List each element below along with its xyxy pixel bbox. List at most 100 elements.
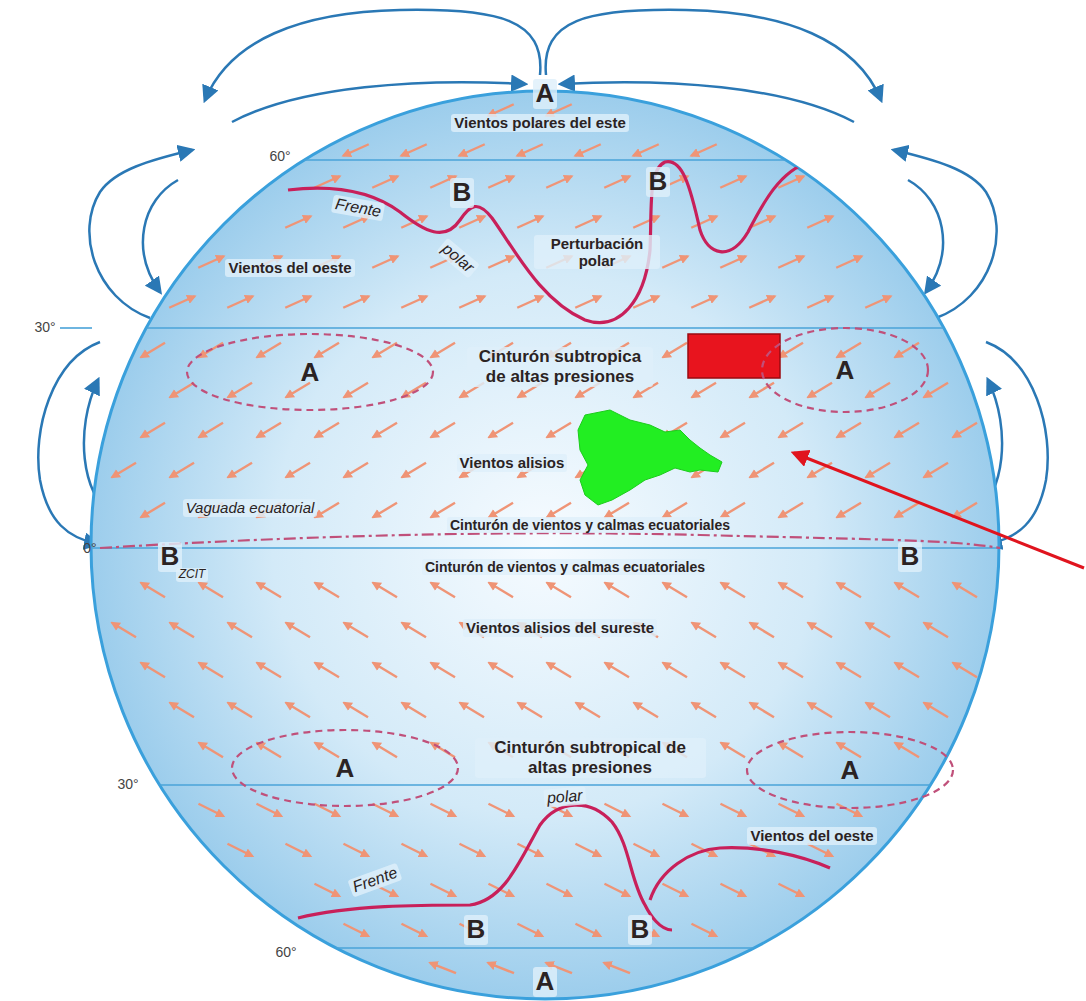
wind-arrow <box>372 804 397 817</box>
wind-arrow <box>720 176 746 187</box>
wind-arrow <box>692 703 716 717</box>
wind-arrow <box>344 463 368 477</box>
wind-arrow <box>575 844 600 857</box>
wind-arrow <box>141 583 165 597</box>
wind-arrow <box>373 743 397 757</box>
wind-arrow <box>692 623 716 637</box>
wind-arrow <box>141 503 165 517</box>
wind-arrow <box>866 703 890 717</box>
map-label: Perturbación polar <box>534 235 660 270</box>
wind-arrow <box>170 463 194 477</box>
wind-arrow <box>489 583 513 597</box>
wind-arrow <box>663 343 687 357</box>
wind-arrow <box>257 743 281 757</box>
wind-arrow <box>546 884 571 897</box>
wind-arrow <box>314 884 339 897</box>
wind-arrow <box>199 583 223 597</box>
wind-arrow <box>459 144 485 155</box>
wind-arrow <box>198 256 224 267</box>
wind-arrow <box>170 703 194 717</box>
wind-arrow <box>402 703 426 717</box>
wind-arrow <box>518 703 542 717</box>
map-label: Cinturón subtropica de altas presiones <box>467 347 653 386</box>
wind-arrow <box>431 663 455 677</box>
wind-arrow <box>721 583 745 597</box>
wind-arrow <box>401 844 426 857</box>
wind-arrow <box>459 844 484 857</box>
wind-arrow <box>808 463 832 477</box>
wind-arrow <box>228 623 252 637</box>
wind-arrow <box>256 804 281 817</box>
wind-arrow <box>575 296 601 307</box>
wind-arrow <box>605 663 629 677</box>
wind-arrow <box>430 804 455 817</box>
wind-arrow <box>112 463 136 477</box>
wind-arrow <box>836 804 861 817</box>
wind-arrow <box>605 503 629 517</box>
wind-arrow <box>547 663 571 677</box>
wind-arrow <box>372 176 398 187</box>
wind-arrow <box>663 663 687 677</box>
wind-arrow <box>460 703 484 717</box>
wind-arrow <box>866 623 890 637</box>
wind-arrow <box>750 703 774 717</box>
wind-arrow <box>373 423 397 437</box>
wind-arrow <box>633 216 659 227</box>
wind-arrow <box>517 216 543 227</box>
wind-arrow <box>779 743 803 757</box>
wind-arrow <box>837 583 861 597</box>
wind-arrow <box>924 383 948 397</box>
island-hispaniola <box>578 410 722 505</box>
map-label: A <box>533 967 558 997</box>
pressure-letter: A <box>336 753 355 784</box>
wind-arrow <box>315 503 339 517</box>
wind-arrow <box>257 423 281 437</box>
wind-arrow <box>343 924 368 937</box>
map-label: 0° <box>80 540 99 556</box>
latitude-lines <box>80 160 1010 948</box>
map-label: Cinturón subtropical de altas presiones <box>475 738 706 777</box>
wind-arrow <box>807 216 833 227</box>
map-label: B <box>464 915 489 945</box>
wind-arrow <box>808 383 832 397</box>
wind-arrow <box>489 663 513 677</box>
wind-arrow <box>228 463 252 477</box>
globe <box>91 91 999 999</box>
wind-arrow <box>228 383 252 397</box>
wind-arrow <box>953 423 977 437</box>
wind-arrow <box>547 503 571 517</box>
wind-arrow <box>924 623 948 637</box>
wind-arrow <box>836 256 862 267</box>
wind-arrow <box>227 296 253 307</box>
map-label: 30° <box>114 776 141 792</box>
map-label: Vientos del oeste <box>747 827 876 844</box>
wind-arrow <box>924 463 948 477</box>
wind-arrow <box>750 623 774 637</box>
wind-arrow <box>895 663 919 677</box>
high-pressure-cell: A <box>745 730 955 810</box>
wind-arrow <box>198 804 223 817</box>
wind-arrow <box>866 463 890 477</box>
wind-arrow <box>750 463 774 477</box>
wind-arrow <box>575 144 601 155</box>
wind-arrow <box>488 256 514 267</box>
wind-arrow <box>895 583 919 597</box>
wind-arrow <box>692 383 716 397</box>
map-label: B <box>450 178 475 208</box>
map-label: Vientos alisios del sureste <box>463 619 657 636</box>
wind-arrow <box>895 423 919 437</box>
wind-arrow <box>401 296 427 307</box>
pressure-letter: A <box>841 755 860 786</box>
wind-arrow <box>517 924 542 937</box>
wind-arrow <box>257 343 281 357</box>
wind-arrow <box>373 583 397 597</box>
wind-arrow <box>691 144 717 155</box>
wind-arrow <box>691 216 717 227</box>
polar-front <box>288 162 830 930</box>
wind-arrow <box>750 383 774 397</box>
wind-arrow <box>141 663 165 677</box>
wind-arrow <box>721 423 745 437</box>
latitude-tick <box>60 327 92 329</box>
itcz-line <box>100 533 1000 548</box>
